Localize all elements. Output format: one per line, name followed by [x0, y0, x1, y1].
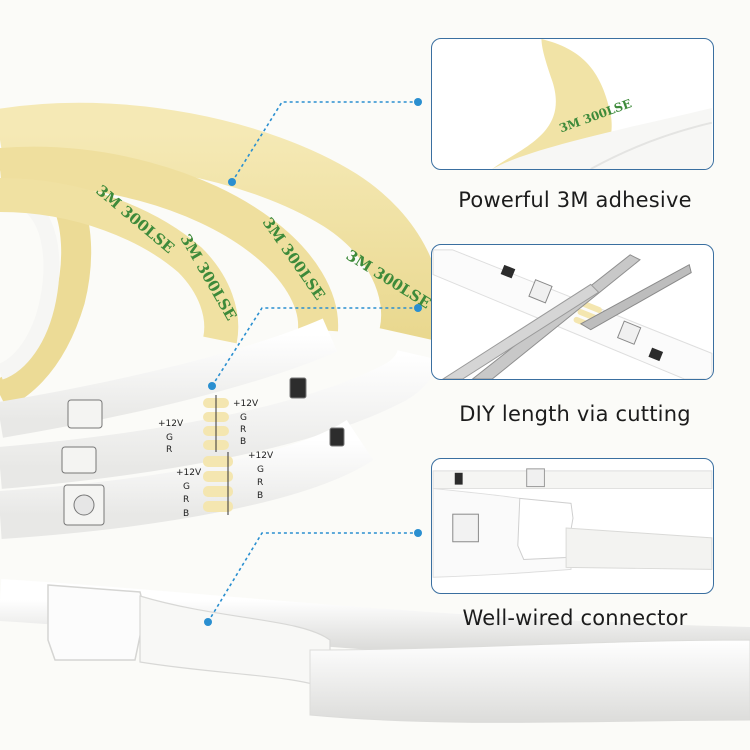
solder-pads	[203, 395, 233, 515]
callout-line-adhesive	[231, 101, 418, 183]
callout-dots	[204, 98, 422, 626]
pad-label-r-c: R	[183, 495, 189, 505]
adhesive-tape-icon: 3M 300LSE	[492, 39, 713, 169]
connector-closeup-panel	[431, 458, 714, 594]
pad-labels: +12V G R +12V G R B +12V G R B +12V G R …	[158, 399, 274, 519]
pad-label-r-b: R	[240, 425, 246, 435]
pad-label-g-d: G	[257, 465, 264, 475]
caption-adhesive: Powerful 3M adhesive	[458, 188, 692, 212]
pad-label-b-c: B	[183, 509, 189, 519]
pad-label-12v-a: +12V	[158, 419, 184, 429]
connector-icon	[432, 468, 713, 578]
cutting-closeup-panel	[431, 244, 714, 380]
pad-label-r-a: R	[166, 445, 172, 455]
callout-lines	[207, 101, 418, 623]
strip-connector	[0, 579, 750, 723]
pad-label-g-c: G	[183, 482, 190, 492]
pad-label-g-a: G	[166, 433, 173, 443]
pad-label-g-b: G	[240, 413, 247, 423]
pad-label-r-d: R	[257, 478, 263, 488]
caption-connector: Well-wired connector	[462, 606, 688, 630]
pad-label-b-d: B	[257, 491, 263, 501]
led-chips	[61, 377, 345, 526]
adhesive-tape-coil	[0, 102, 444, 344]
pad-label-b-b: B	[240, 437, 246, 447]
adhesive-closeup-panel: 3M 300LSE	[431, 38, 714, 170]
pad-label-12v-b: +12V	[233, 399, 259, 409]
callout-line-cutting	[211, 307, 418, 387]
pad-label-12v-d: +12V	[248, 451, 274, 461]
pad-label-12v-c: +12V	[176, 468, 202, 478]
callout-line-connector	[207, 532, 418, 623]
caption-cutting: DIY length via cutting	[459, 402, 691, 426]
scissors-icon	[432, 249, 713, 379]
